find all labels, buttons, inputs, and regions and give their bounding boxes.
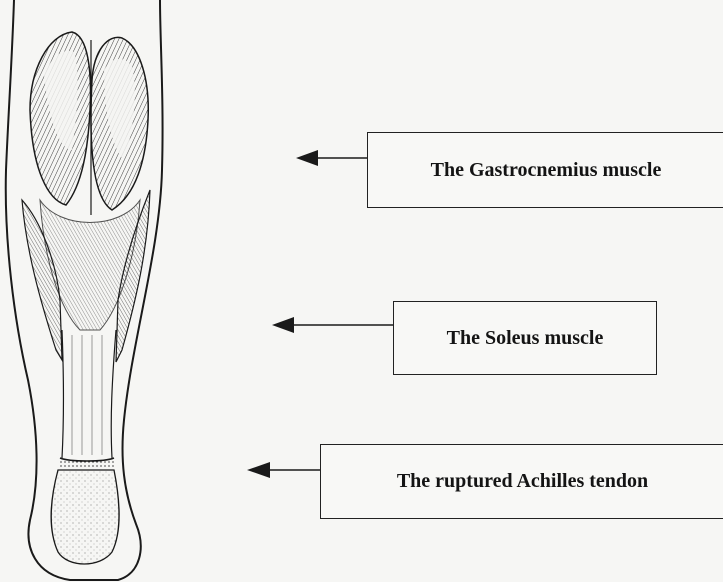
- achilles-label: The ruptured Achilles tendon: [397, 470, 648, 493]
- soleus-label: The Soleus muscle: [447, 327, 604, 350]
- achilles-label-box: The ruptured Achilles tendon: [320, 444, 723, 519]
- arrow-left-icon: [247, 462, 320, 478]
- achilles-tendon-drawing: [60, 330, 116, 466]
- arrow-left-icon: [296, 150, 367, 166]
- arrow-left-icon: [272, 317, 393, 333]
- gastrocnemius-label: The Gastrocnemius muscle: [431, 159, 662, 182]
- soleus-muscle-drawing: [22, 190, 150, 362]
- soleus-label-box: The Soleus muscle: [393, 301, 657, 375]
- heel-drawing: [51, 470, 119, 564]
- gastrocnemius-label-box: The Gastrocnemius muscle: [367, 132, 723, 208]
- gastrocnemius-muscle-drawing: [30, 32, 148, 215]
